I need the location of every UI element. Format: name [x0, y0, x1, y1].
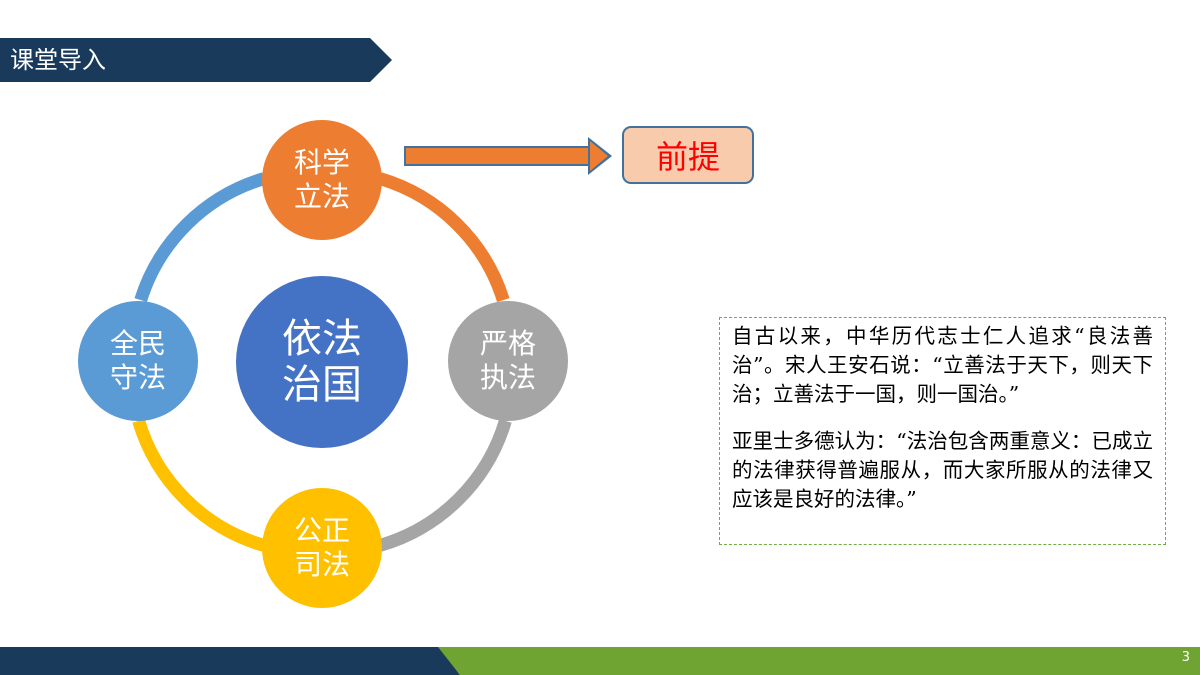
center-node-line2: 治国	[282, 362, 362, 408]
right-arrow-icon	[404, 137, 612, 175]
node-left-line1: 全民	[109, 327, 166, 361]
node-bottom-line2: 司法	[293, 548, 350, 581]
node-left-line2: 守法	[109, 361, 166, 394]
premise-label-box: 前提	[622, 126, 754, 184]
ring-arc-top-right	[378, 172, 510, 303]
footer-bar-green	[438, 647, 1200, 675]
premise-label: 前提	[655, 138, 720, 176]
quote-paragraph-2: 亚里士多德认为：“法治包含两重意义：已成立的法律获得普遍服从，而大家所服从的法律…	[732, 429, 1153, 511]
ring-arc-right-bottom	[378, 419, 512, 552]
node-impartial-justice: 公正 司法	[262, 488, 382, 608]
node-right-line1: 严格	[479, 327, 536, 361]
header-banner: 课堂导入	[0, 38, 392, 82]
footer-bar-navy	[0, 647, 460, 675]
node-right-line2: 执法	[479, 361, 536, 394]
quote-paragraph-1: 自古以来，中华历代志士仁人追求“良法善治”。宋人王安石说：“立善法于天下，则天下…	[732, 324, 1153, 406]
center-node-line1: 依法	[282, 316, 362, 362]
node-strict-enforcement: 严格 执法	[448, 301, 568, 421]
node-top-line1: 科学	[293, 146, 350, 180]
quote-text-box: 自古以来，中华历代志士仁人追求“良法善治”。宋人王安石说：“立善法于天下，则天下…	[719, 317, 1166, 545]
center-node-rule-of-law: 依法 治国	[236, 276, 408, 448]
ring-arc-left-top	[134, 172, 266, 303]
ring-arc-bottom-left	[132, 419, 266, 552]
node-universal-observance: 全民 守法	[78, 301, 198, 421]
node-bottom-line1: 公正	[293, 514, 350, 548]
slide-title: 课堂导入	[10, 46, 106, 74]
page-number: 3	[1181, 650, 1190, 665]
node-scientific-legislation: 科学 立法	[262, 120, 382, 240]
node-top-line2: 立法	[293, 180, 350, 213]
